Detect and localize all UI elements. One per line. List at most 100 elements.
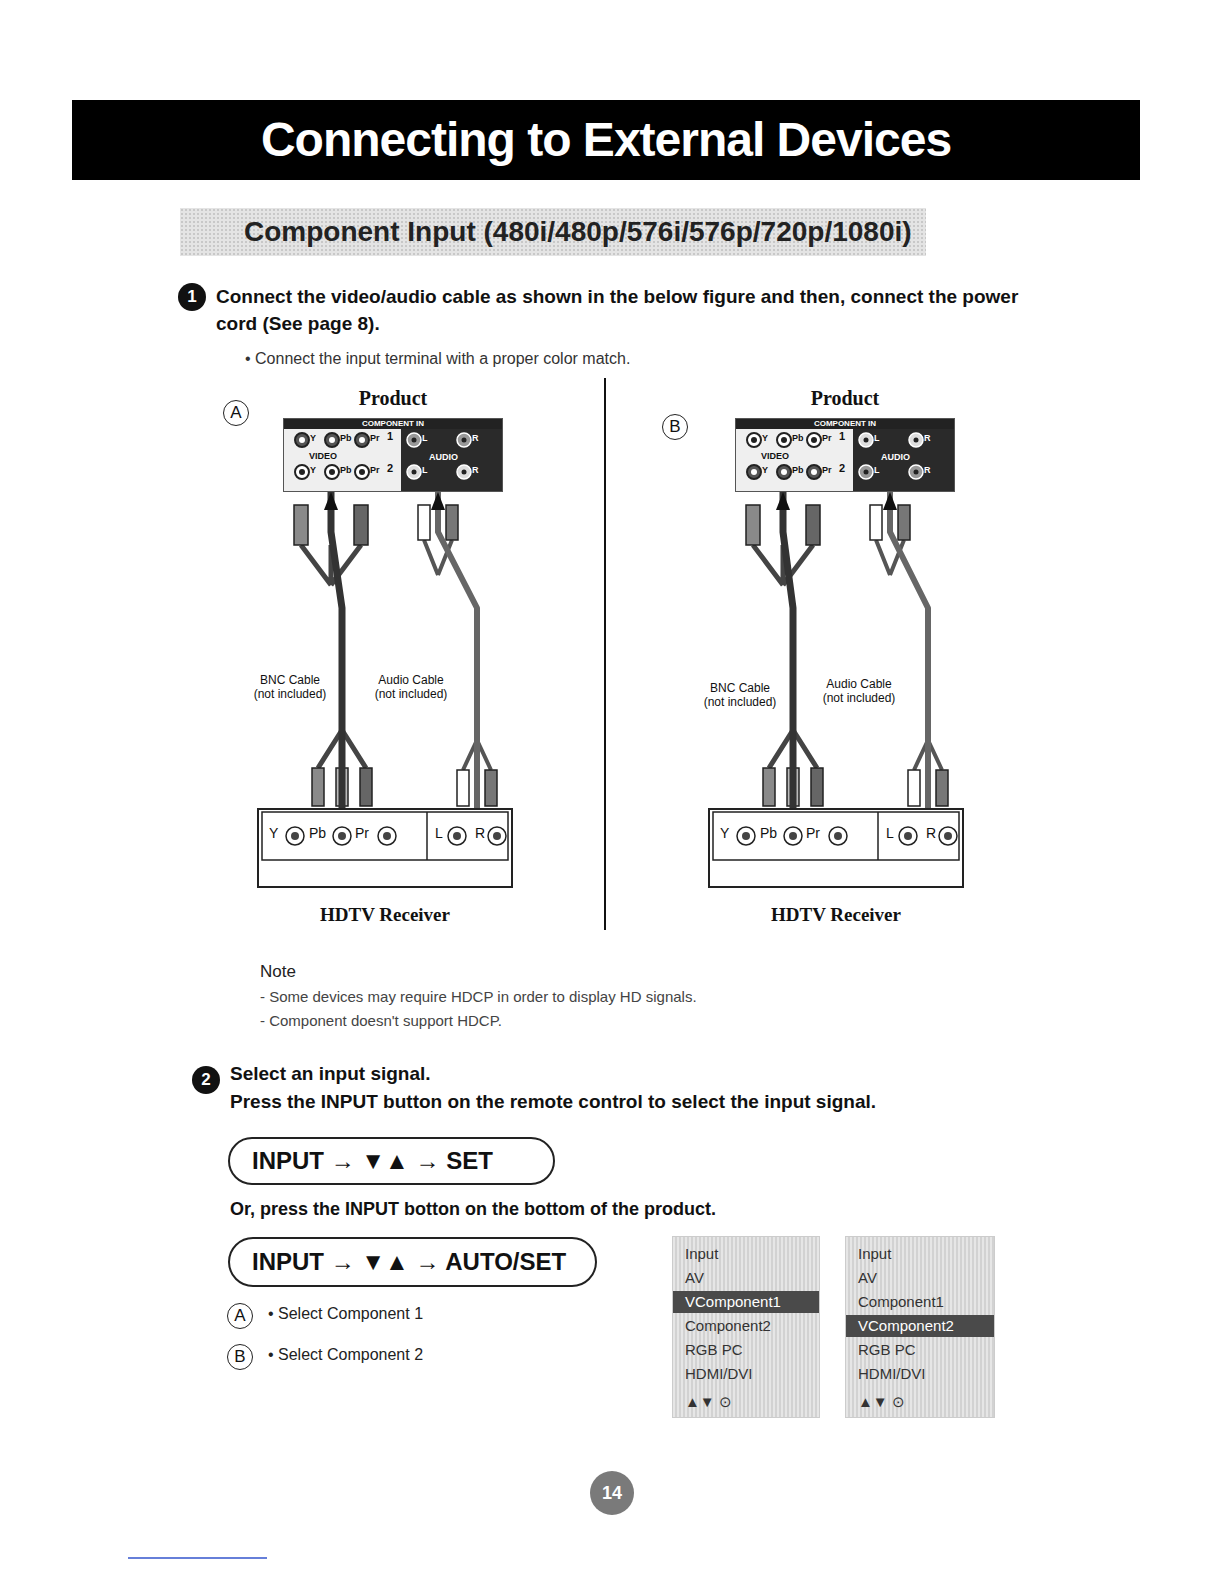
cable [331,492,342,808]
rca-jack [448,827,466,845]
device-heading: Product [736,387,954,410]
rca-jack [457,465,471,479]
menu-title: Input [846,1243,994,1265]
rca-jack [286,827,304,845]
jack-label: L [435,825,443,841]
rca-jack [333,827,351,845]
divider [604,378,606,930]
rca-jack [859,465,873,479]
jack-label: Pb [760,825,777,841]
rca-jack [784,827,802,845]
cable-label: BNC Cable (not included) [250,672,330,702]
jack-label: R [926,825,936,841]
device-heading: HDTV Receiver [680,904,992,926]
jack-label: AUDIO [881,452,910,462]
jack-label: Pr [806,825,820,841]
callout-letter: B [227,1344,253,1370]
menu-title: Input [673,1243,819,1265]
menu-item: AV [846,1267,994,1289]
device-heading: Product [284,387,502,410]
bnc-jack [777,433,791,447]
key-sequence: INPUT → ▼▲ → AUTO/SET [252,1239,566,1285]
jack-label: Pb [792,433,804,443]
jack-label: Pb [340,465,352,475]
jack-label: R [472,465,479,475]
menu-item: AV [673,1267,819,1289]
rca-jack [859,433,873,447]
instruction: Connect the video/audio cable as shown i… [216,283,1046,337]
key-sequence: INPUT → ▼▲ → SET [252,1139,493,1183]
rca-jack [737,827,755,845]
callout-letter: B [662,414,688,440]
bnc-jack [355,433,369,447]
cable [783,492,793,808]
jack-label: Y [269,825,278,841]
rca-jack [909,433,923,447]
receiver-jacks [710,810,962,886]
menu-item: ▲▼ ⊙ [846,1391,994,1413]
menu-item: RGB PC [673,1339,819,1361]
instruction: Or, press the INPUT botton on the bottom… [230,1199,716,1220]
menu-item: HDMI/DVI [673,1363,819,1385]
note-heading: Note [260,962,296,982]
jack-label: Y [310,465,316,475]
input-number: 1 [387,430,393,442]
rca-jack [939,827,957,845]
jack-label: L [422,433,428,443]
cable-label: Audio Cable (not included) [372,672,450,702]
audio-region [401,428,502,491]
audio-region [853,428,954,491]
page-number: 14 [590,1471,634,1515]
jack-label: R [924,433,931,443]
panel-title: COMPONENT IN [284,419,502,429]
jack-label: Pb [340,433,352,443]
rca-jack [407,465,421,479]
menu-item: Component2 [673,1315,819,1337]
bnc-jack [295,465,309,479]
step-number: 1 [178,283,206,311]
option-text: • Select Component 1 [268,1305,423,1323]
jack-label: Pr [822,465,832,475]
input-menu: InputAVComponent1VComponent2RGB PCHDMI/D… [845,1236,995,1418]
jack-label: Y [762,465,768,475]
jack-label: Pr [370,433,380,443]
instruction: Press the INPUT button on the remote con… [230,1088,1130,1115]
input-number: 2 [387,462,393,474]
jack-label: R [472,433,479,443]
jack-label: Y [310,433,316,443]
rca-jack [457,433,471,447]
instruction-note: • Connect the input terminal with a prop… [245,350,630,368]
bnc-jack [295,433,309,447]
receiver-jacks [259,810,511,886]
rca-jack [899,827,917,845]
page-title: Connecting to External Devices [72,100,1140,180]
jack-label: Pb [309,825,326,841]
rca-jack [407,433,421,447]
note-text: - Some devices may require HDCP in order… [260,988,697,1005]
footer-rule [128,1557,267,1559]
menu-item: HDMI/DVI [846,1363,994,1385]
menu-item: VComponent1 [673,1291,819,1313]
rca-jack [488,827,506,845]
device-heading: HDTV Receiver [229,904,541,926]
menu-item: RGB PC [846,1339,994,1361]
option-text: • Select Component 2 [268,1346,423,1364]
jack-label: VIDEO [761,451,789,461]
rca-jack [829,827,847,845]
hdtv-receiver: HDTV Receiver [708,808,964,888]
cable [438,492,477,808]
jack-label: R [924,465,931,475]
bnc-jack [355,465,369,479]
callout-letter: A [227,1303,253,1329]
rca-jack [909,465,923,479]
cable-label: BNC Cable (not included) [700,680,780,710]
input-number: 2 [839,462,845,474]
jack-label: L [874,465,880,475]
key-sequence-box: INPUT → ▼▲ → SET [228,1137,555,1185]
input-number: 1 [839,430,845,442]
bnc-jack [325,465,339,479]
instruction: Select an input signal. [230,1060,1130,1087]
bnc-jack [747,465,761,479]
jack-label: Pr [822,433,832,443]
